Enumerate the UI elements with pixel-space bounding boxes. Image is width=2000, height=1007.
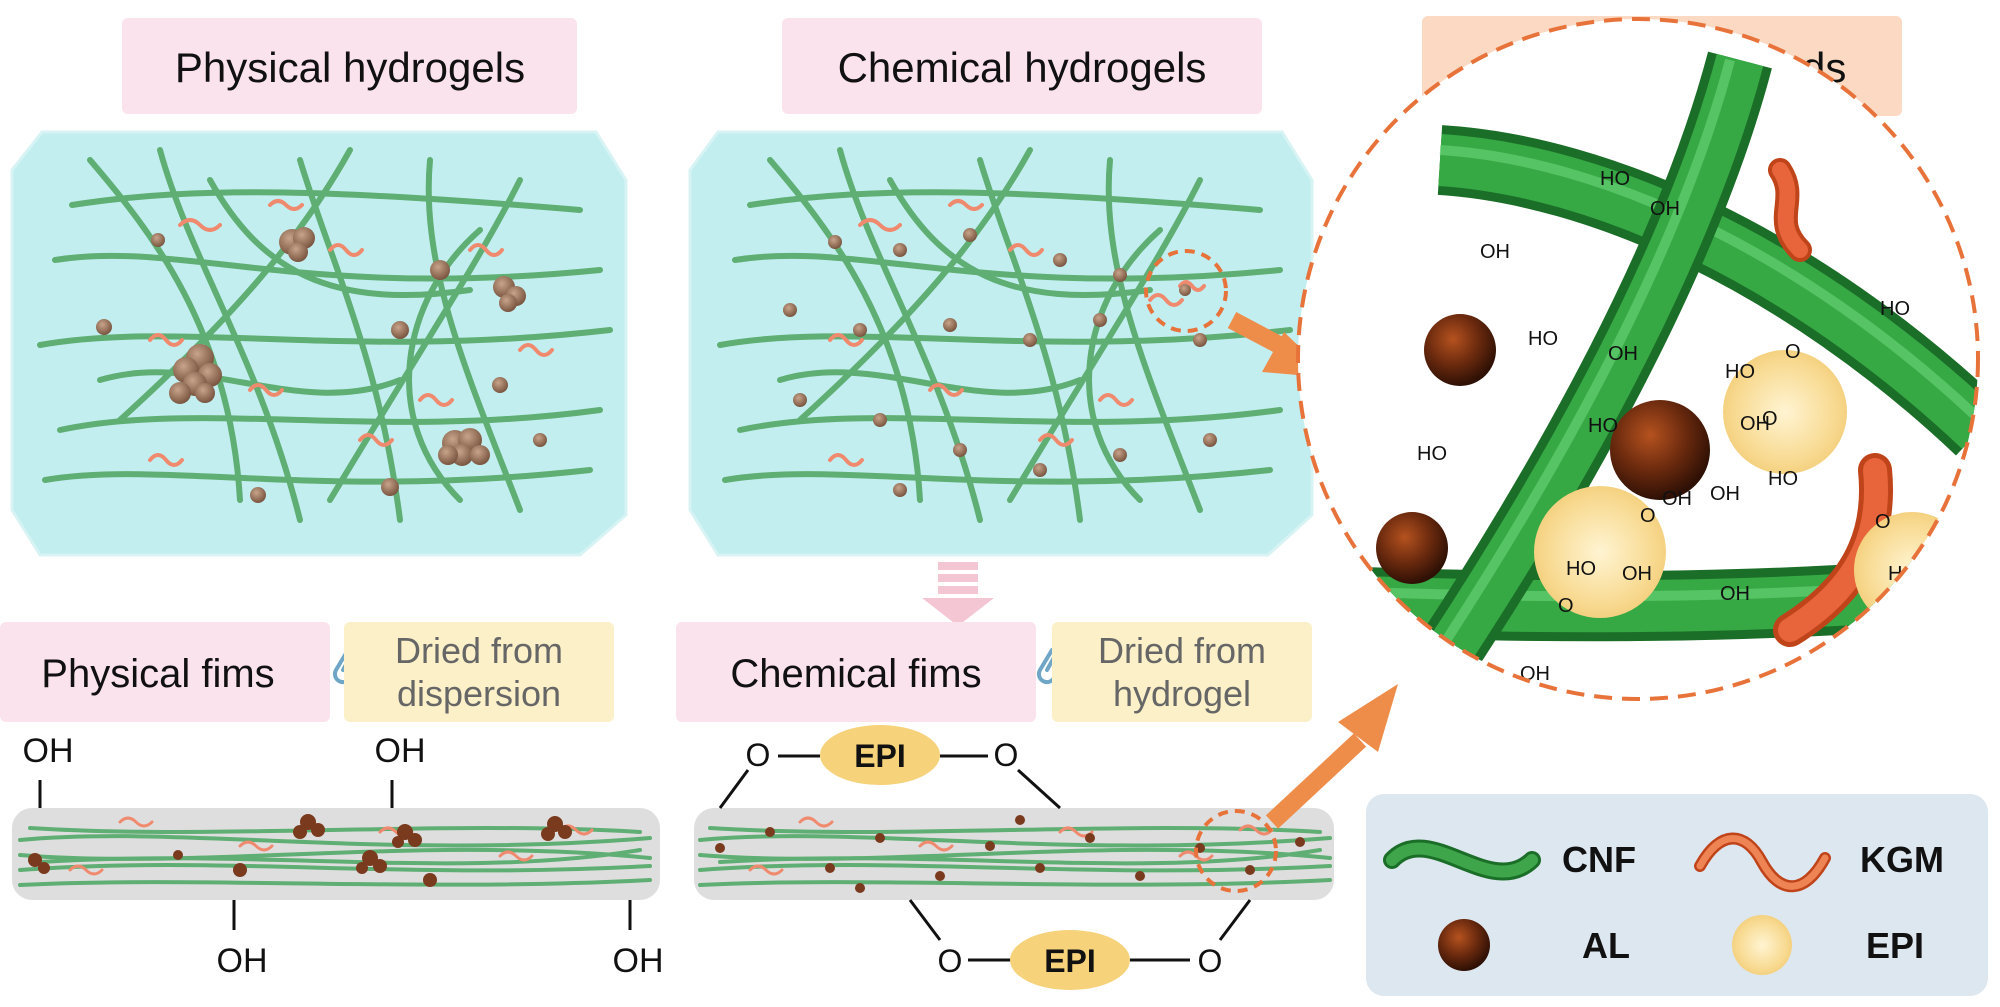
physical-films-label: Physical fims xyxy=(0,622,330,722)
physical-hydrogel-kgm xyxy=(148,199,554,467)
lcc-zoom-circle: HO OH OH HO HO OH HO O OH O HO HO OH HO … xyxy=(1296,17,1980,720)
legend-epi-text: EPI xyxy=(1866,925,1924,966)
oh-label: OH xyxy=(217,942,268,980)
dried-hydrogel-line2: hydrogel xyxy=(1113,673,1251,714)
legend-al-text: AL xyxy=(1582,925,1630,966)
ho-label: HO xyxy=(1880,298,1910,320)
o-label: O xyxy=(938,943,963,979)
oh-label: OH xyxy=(613,942,664,980)
epi-label: EPI xyxy=(854,738,906,774)
chemical-hydrogel-fibers xyxy=(717,147,1293,523)
legend-al: AL xyxy=(1438,919,1630,971)
o-label: O xyxy=(1558,595,1574,617)
oh-label: OH xyxy=(1480,241,1510,263)
chemical-films-label: Chemical fims xyxy=(676,622,1036,722)
ho-label: HO xyxy=(1830,688,1860,710)
oh-label: OH xyxy=(375,732,426,770)
physical-film: OH OH OH OH xyxy=(12,732,664,980)
oh-label: OH xyxy=(1925,568,1955,590)
physical-hydrogel-al-particles xyxy=(96,227,547,503)
zoom-arrow-bottom xyxy=(1265,684,1398,829)
title-physical-hydrogels: Physical hydrogels xyxy=(122,18,577,114)
o-label: O xyxy=(994,737,1019,773)
oh-label: OH xyxy=(1650,198,1680,220)
ho-label: HO xyxy=(1600,168,1630,190)
chemical-film-zoom-circle xyxy=(1194,809,1278,893)
down-arrow xyxy=(922,562,994,626)
ho-label: HO xyxy=(1588,415,1618,437)
dried-hydrogel-line1: Dried from xyxy=(1098,630,1266,671)
ho-label: HO xyxy=(1417,443,1447,465)
legend-epi: EPI xyxy=(1732,915,1924,975)
legend-cnf-text: CNF xyxy=(1562,839,1636,880)
physical-films-text: Physical fims xyxy=(41,652,274,696)
oh-label: OH xyxy=(1720,583,1750,605)
oh-label: OH xyxy=(1680,698,1710,720)
ho-label: HO xyxy=(1768,468,1798,490)
oh-label: OH xyxy=(1710,483,1740,505)
o-label: O xyxy=(1875,511,1891,533)
oh-label: OH xyxy=(1622,563,1652,585)
oh-label: OH xyxy=(1662,488,1692,510)
title-chemical-hydrogels-text: Chemical hydrogels xyxy=(838,44,1207,91)
o-label: O xyxy=(1198,943,1223,979)
legend-kgm-text: KGM xyxy=(1860,839,1944,880)
chemical-hydrogel-kgm xyxy=(828,199,1206,467)
o-label: O xyxy=(1640,505,1656,527)
physical-hydrogel-fibers xyxy=(37,147,613,523)
oh-label: OH xyxy=(1740,413,1770,435)
legend-cnf: CNF xyxy=(1383,839,1636,881)
oh-label: OH xyxy=(1608,343,1638,365)
epi-ellipse-bottom xyxy=(1010,930,1130,990)
ho-label: HO xyxy=(1528,328,1558,350)
ho-label: HO xyxy=(1725,361,1755,383)
chemical-hydrogel-zoom-circle xyxy=(1144,249,1228,333)
oh-label: OH xyxy=(1520,663,1550,685)
chemical-hydrogel-block xyxy=(688,130,1314,557)
dried-dispersion-line1: Dried from xyxy=(395,630,563,671)
legend: CNF KGM AL EPI xyxy=(1366,794,1988,996)
legend-kgm: KGM xyxy=(1694,832,1944,893)
oh-label: OH xyxy=(23,732,74,770)
title-chemical-hydrogels: Chemical hydrogels xyxy=(782,18,1262,114)
title-physical-hydrogels-text: Physical hydrogels xyxy=(175,44,525,91)
dried-hydrogel-label: Dried from hydrogel xyxy=(1052,622,1312,722)
ho-label: HO xyxy=(1566,558,1596,580)
dried-dispersion-label: Dried from dispersion xyxy=(344,622,614,722)
epi-ellipse-top xyxy=(820,725,940,785)
physical-hydrogel-block xyxy=(10,130,628,557)
chemical-films-text: Chemical fims xyxy=(730,652,981,696)
o-label: O xyxy=(1762,408,1778,430)
chemical-hydrogel-al-particles xyxy=(783,228,1217,497)
o-label: O xyxy=(1785,341,1801,363)
epi-label: EPI xyxy=(1044,943,1096,979)
o-label: O xyxy=(746,737,771,773)
chemical-film: O EPI O O EPI O xyxy=(694,725,1334,990)
dried-dispersion-line2: dispersion xyxy=(397,673,561,714)
